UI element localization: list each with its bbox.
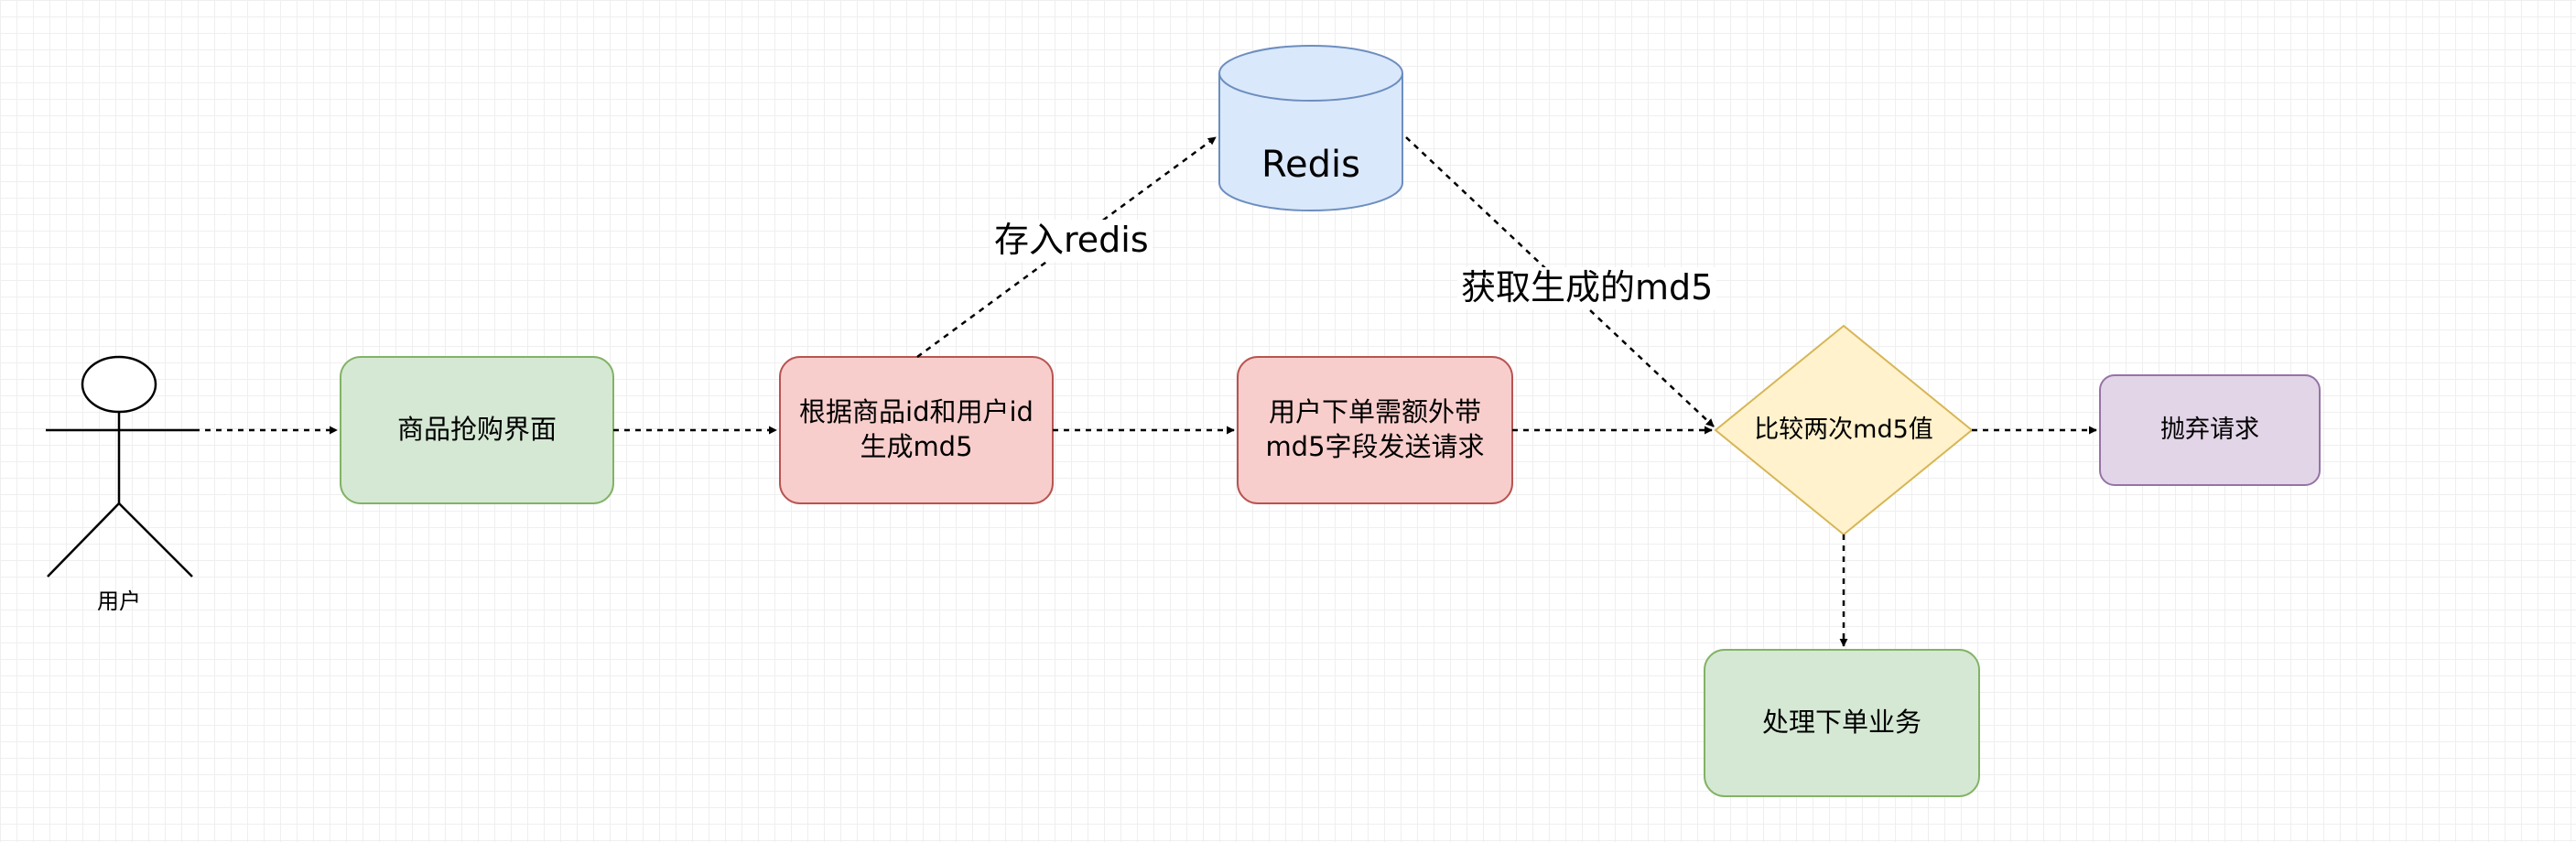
discard-request-box <box>2099 374 2321 486</box>
discard-request-label: 抛弃请求 <box>2160 416 2259 445</box>
process-order-box <box>1704 649 1980 797</box>
edge-label-fetch-md5: 获取生成的md5 <box>1457 267 1717 309</box>
flash-sale-page-label: 商品抢购界面 <box>396 414 557 446</box>
process-order-label: 处理下单业务 <box>1761 707 1921 739</box>
edge-generate-to-redis <box>916 135 1217 359</box>
user-actor-icon <box>46 355 194 578</box>
generate-md5-label: 根据商品id和用户id生成md5 <box>799 396 1034 462</box>
compare-md5-label: 比较两次md5值 <box>1754 416 1933 445</box>
user-label: 用户 <box>97 588 141 615</box>
redis-label: Redis <box>1261 144 1360 186</box>
order-request-label: 用户下单需额外带md5字段发送请求 <box>1265 396 1485 462</box>
redis-cylinder <box>1218 45 1403 211</box>
edge-label-store-redis: 存入redis <box>990 220 1153 262</box>
